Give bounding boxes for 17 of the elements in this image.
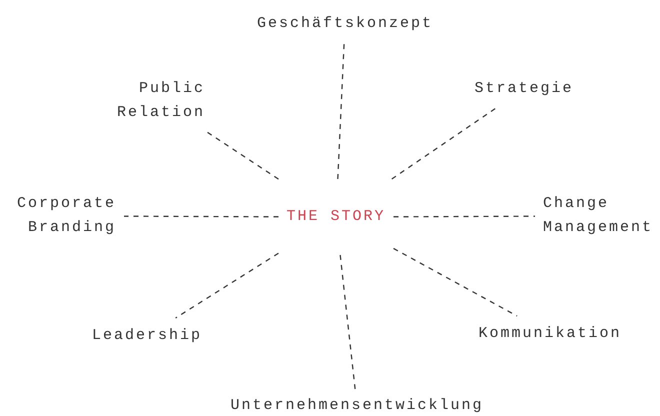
dashed-line bbox=[394, 216, 535, 218]
central-title: THE STORY bbox=[286, 207, 386, 227]
topic-label: Kommunikation bbox=[478, 324, 622, 344]
topic-label: Strategie bbox=[474, 79, 574, 99]
topic-label: Corporate Branding bbox=[16, 194, 116, 238]
dashed-line bbox=[340, 254, 356, 390]
dashed-line bbox=[393, 248, 518, 317]
dashed-line bbox=[391, 106, 498, 180]
topic-label: Change Management bbox=[543, 194, 653, 238]
dashed-line bbox=[124, 216, 278, 218]
topic-label: Geschäftskonzept bbox=[256, 14, 434, 34]
dashed-line bbox=[175, 252, 279, 318]
topic-label: Leadership bbox=[92, 326, 202, 346]
dashed-line bbox=[205, 130, 279, 180]
topic-label: Unternehmensentwicklung bbox=[230, 396, 484, 416]
dashed-line bbox=[337, 42, 345, 180]
topic-label: Public Relation bbox=[116, 79, 205, 123]
